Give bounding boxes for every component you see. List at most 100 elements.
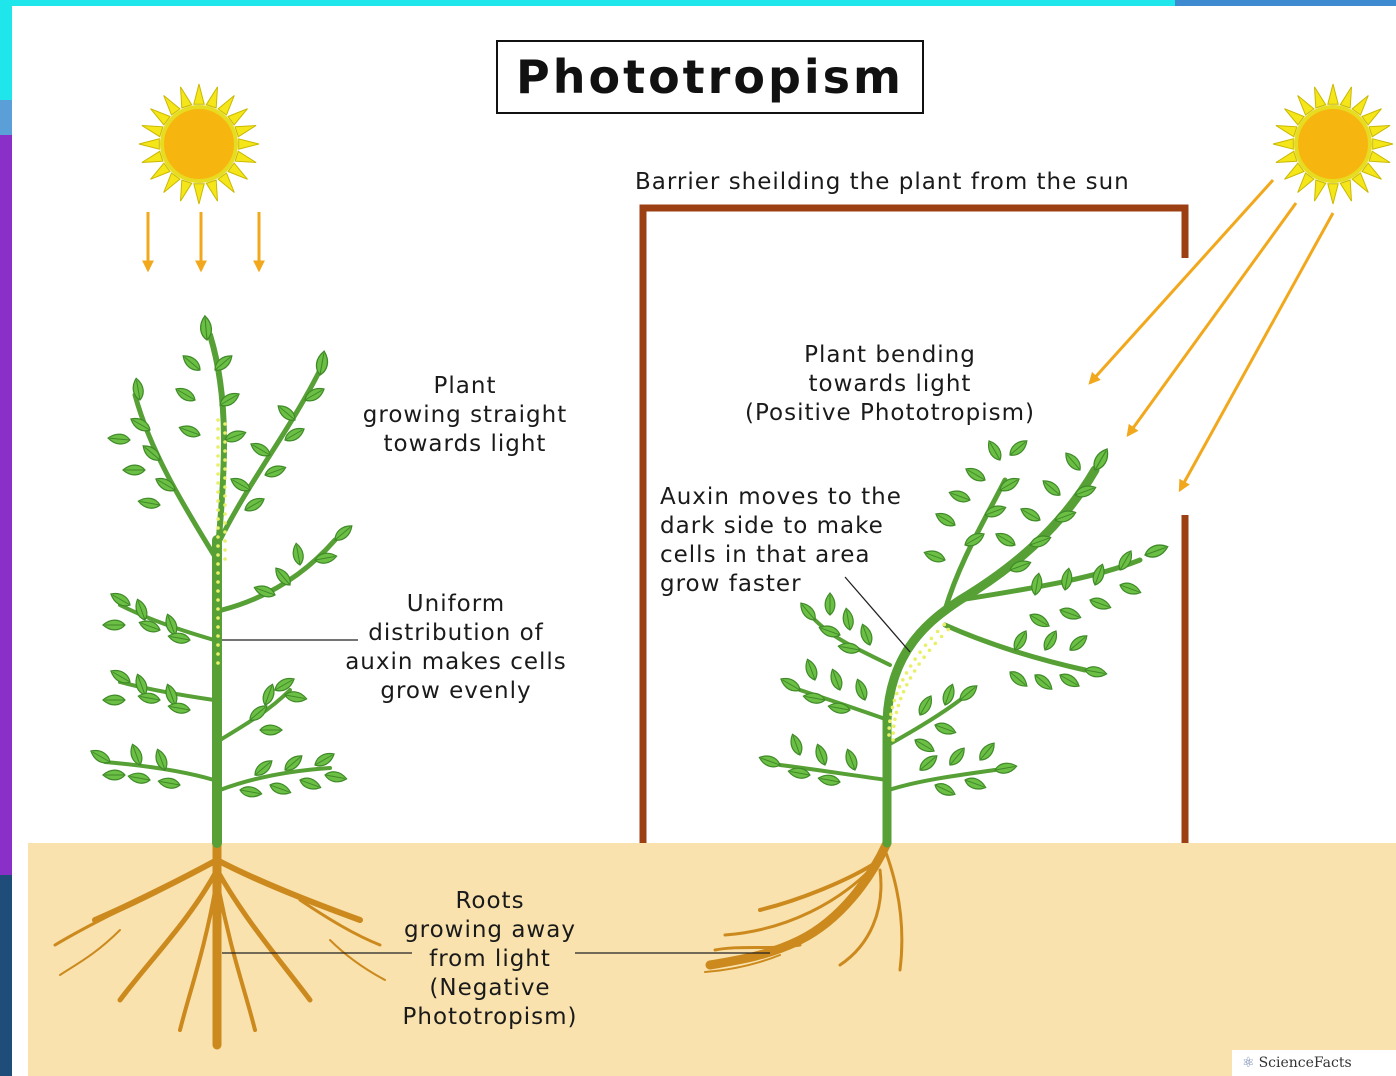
leaf (946, 745, 968, 768)
sun-ray (206, 87, 217, 108)
auxin-dot (928, 649, 932, 653)
label-line: growing away (380, 916, 600, 945)
sun-ray (1273, 139, 1293, 149)
label-line: Phototropism) (380, 1003, 600, 1032)
leaf (127, 771, 150, 784)
auxin-dot (891, 738, 895, 742)
leaf (314, 551, 337, 564)
leaf (841, 607, 854, 630)
label-line: from light (380, 945, 600, 974)
leaf (1067, 632, 1090, 654)
leaf (797, 600, 819, 623)
leaf (803, 658, 820, 682)
leaf (180, 352, 203, 374)
atom-icon: ⚛ (1242, 1055, 1255, 1071)
leaf (247, 702, 270, 724)
leaf (843, 748, 860, 772)
vertical-light-arrows (148, 212, 259, 270)
label-line: auxin makes cells (320, 648, 592, 677)
leaf (1084, 665, 1107, 678)
sun-ray (1340, 87, 1351, 108)
leaf (1041, 629, 1060, 653)
leaf (313, 750, 337, 769)
leaf (964, 465, 988, 484)
leaf (858, 623, 875, 647)
auxin-dot (216, 607, 220, 611)
label-line: Roots (380, 887, 600, 916)
auxin-dot (930, 637, 934, 641)
auxin-dot (902, 690, 906, 694)
sun-ray (1340, 180, 1351, 201)
leaf (1007, 668, 1030, 690)
frame-left-navy (0, 875, 12, 1076)
auxin-dot (223, 539, 227, 543)
auxin-dot (913, 657, 917, 661)
sun-ray (1328, 184, 1338, 204)
auxin-dot (893, 699, 897, 703)
leaf (913, 736, 937, 755)
leaf (291, 542, 304, 565)
leaf (1030, 572, 1043, 595)
auxin-dot (216, 481, 220, 485)
auxin-dot (216, 517, 220, 521)
leaf (174, 385, 198, 404)
auxin-dot (216, 472, 220, 476)
leaf (332, 522, 355, 544)
leaf (1040, 477, 1063, 499)
leaf (827, 701, 850, 714)
watermark-text: ScienceFacts (1259, 1055, 1352, 1071)
leaf (1032, 671, 1055, 693)
leaf (1019, 505, 1043, 524)
auxin-dot (924, 644, 928, 648)
sun-ray (1276, 151, 1297, 162)
auxin-dot (216, 634, 220, 638)
leaf (963, 530, 987, 549)
auxin-dot (901, 678, 905, 682)
auxin-dot (216, 499, 220, 503)
sciencefacts-watermark: ⚛ ScienceFacts (1232, 1050, 1396, 1076)
leaf (123, 465, 145, 475)
auxin-dot (216, 427, 220, 431)
auxin-dot (216, 580, 220, 584)
leaf (813, 743, 830, 767)
label-line: Plant bending (710, 341, 1070, 370)
sun-ray (194, 84, 204, 104)
left-sun-icon (139, 84, 259, 204)
leaf (1143, 542, 1169, 560)
leaf (260, 725, 282, 735)
sun-ray (1369, 151, 1390, 162)
auxin-movement-label: Auxin moves to the dark side to make cel… (660, 483, 950, 599)
straight-growth-label: Plant growing straight towards light (335, 372, 595, 459)
auxin-dot (922, 655, 926, 659)
sun-ray (1276, 126, 1297, 137)
auxin-dot (892, 724, 896, 728)
label-line: Auxin moves to the (660, 483, 950, 512)
auxin-dot (936, 630, 940, 634)
auxin-dot (223, 485, 227, 489)
auxin-dot (893, 718, 897, 722)
leaf (1058, 605, 1082, 622)
leaf (916, 694, 935, 718)
auxin-dot (887, 726, 891, 730)
auxin-dot (917, 662, 921, 666)
diagonal-light-arrows (1090, 180, 1333, 490)
auxin-dot (891, 731, 895, 735)
auxin-dot (895, 711, 899, 715)
leaf (1058, 671, 1082, 690)
auxin-dot (223, 422, 227, 426)
auxin-dot (898, 685, 902, 689)
leaf (853, 678, 870, 702)
sun-ray (142, 151, 163, 162)
auxin-dot (889, 713, 893, 717)
auxin-dot (918, 650, 922, 654)
auxin-dot (216, 445, 220, 449)
sun-ray (206, 180, 217, 201)
sun-ray (139, 139, 159, 149)
leaf (933, 781, 957, 799)
leaf (957, 682, 980, 704)
auxin-dot (216, 589, 220, 593)
label-line: Uniform (320, 590, 592, 619)
auxin-dot (895, 692, 899, 696)
auxin-dot (216, 526, 220, 530)
uniform-distribution-label: Uniform distribution of auxin makes cell… (320, 590, 592, 706)
